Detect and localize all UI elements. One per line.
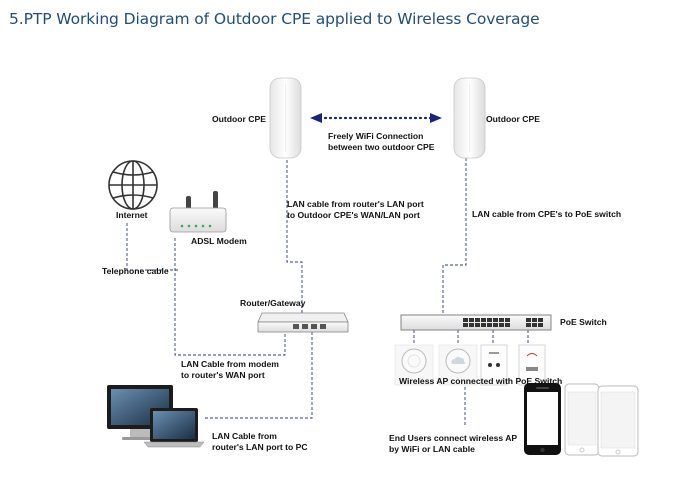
cpe-to-poe-cable	[442, 158, 467, 315]
internet-globe-icon	[108, 160, 158, 210]
lan-cpe-poe-label: LAN cable from CPE's to PoE switch	[472, 209, 622, 219]
lan-modem-wan-label-line1: LAN Cable from modem	[181, 359, 279, 369]
end-users-label-line1: End Users connect wireless AP	[389, 433, 518, 443]
wall-plate-ap-icon	[518, 344, 546, 386]
adsl-modem-label: ADSL Modem	[191, 236, 247, 246]
cpe-left-label: Outdoor CPE	[212, 114, 266, 124]
adsl-modem-icon	[169, 191, 227, 233]
lan-router-pc-label: LAN Cable from router's LAN port to PC	[212, 431, 308, 453]
internet-label: Internet	[116, 210, 148, 220]
router-to-pc-cable	[205, 332, 313, 419]
wifi-link-label-line1: Freely WiFi Connection	[328, 131, 424, 141]
ceiling-ap-cloud-icon	[438, 344, 478, 386]
lan-router-cpe-label-line2: to Outdoor CPE's WAN/LAN port	[287, 210, 420, 220]
tablet-silver-icon	[597, 385, 639, 457]
page-title: 5.PTP Working Diagram of Outdoor CPE app…	[9, 10, 540, 28]
lan-router-cpe-label-line1: LAN cable from router's LAN port	[287, 199, 424, 209]
laptop-icon	[143, 408, 205, 448]
cpe-right-label: Outdoor CPE	[486, 114, 540, 124]
router-gateway-label: Router/Gateway	[240, 298, 306, 308]
poe-switch-label: PoE Switch	[560, 317, 607, 327]
poe-switch-icon	[400, 314, 552, 331]
router-gateway-icon	[257, 312, 349, 333]
wifi-link-arrow	[310, 113, 442, 123]
ceiling-ap-round-icon	[394, 344, 434, 386]
wall-panel-ap-icon	[480, 344, 508, 386]
end-users-label-line2: by WiFi or LAN cable	[389, 444, 475, 454]
wifi-link-label: Freely WiFi Connection between two outdo…	[328, 131, 434, 153]
router-to-cpe-cable	[286, 158, 303, 313]
lan-modem-wan-label: LAN Cable from modem to router's WAN por…	[181, 359, 279, 381]
outdoor-cpe-left-icon	[269, 77, 302, 159]
lan-router-cpe-label: LAN cable from router's LAN port to Outd…	[287, 199, 424, 221]
smartphone-icon	[524, 383, 561, 455]
lan-modem-wan-label-line2: to router's WAN port	[181, 370, 265, 380]
wifi-link-label-line2: between two outdoor CPE	[328, 142, 435, 152]
lan-router-pc-label-line2: router's LAN port to PC	[212, 442, 308, 452]
end-users-label: End Users connect wireless AP by WiFi or…	[389, 433, 517, 455]
lan-router-pc-label-line1: LAN Cable from	[212, 431, 277, 441]
telephone-cable-line	[126, 223, 180, 271]
telephone-cable-label: Telephone cable	[102, 266, 169, 276]
modem-to-router-cable	[174, 238, 286, 356]
outdoor-cpe-right-icon	[453, 77, 486, 159]
wireless-ap-label: Wireless AP connected with PoE Switch	[399, 376, 563, 386]
tablet-white-icon	[564, 383, 600, 456]
